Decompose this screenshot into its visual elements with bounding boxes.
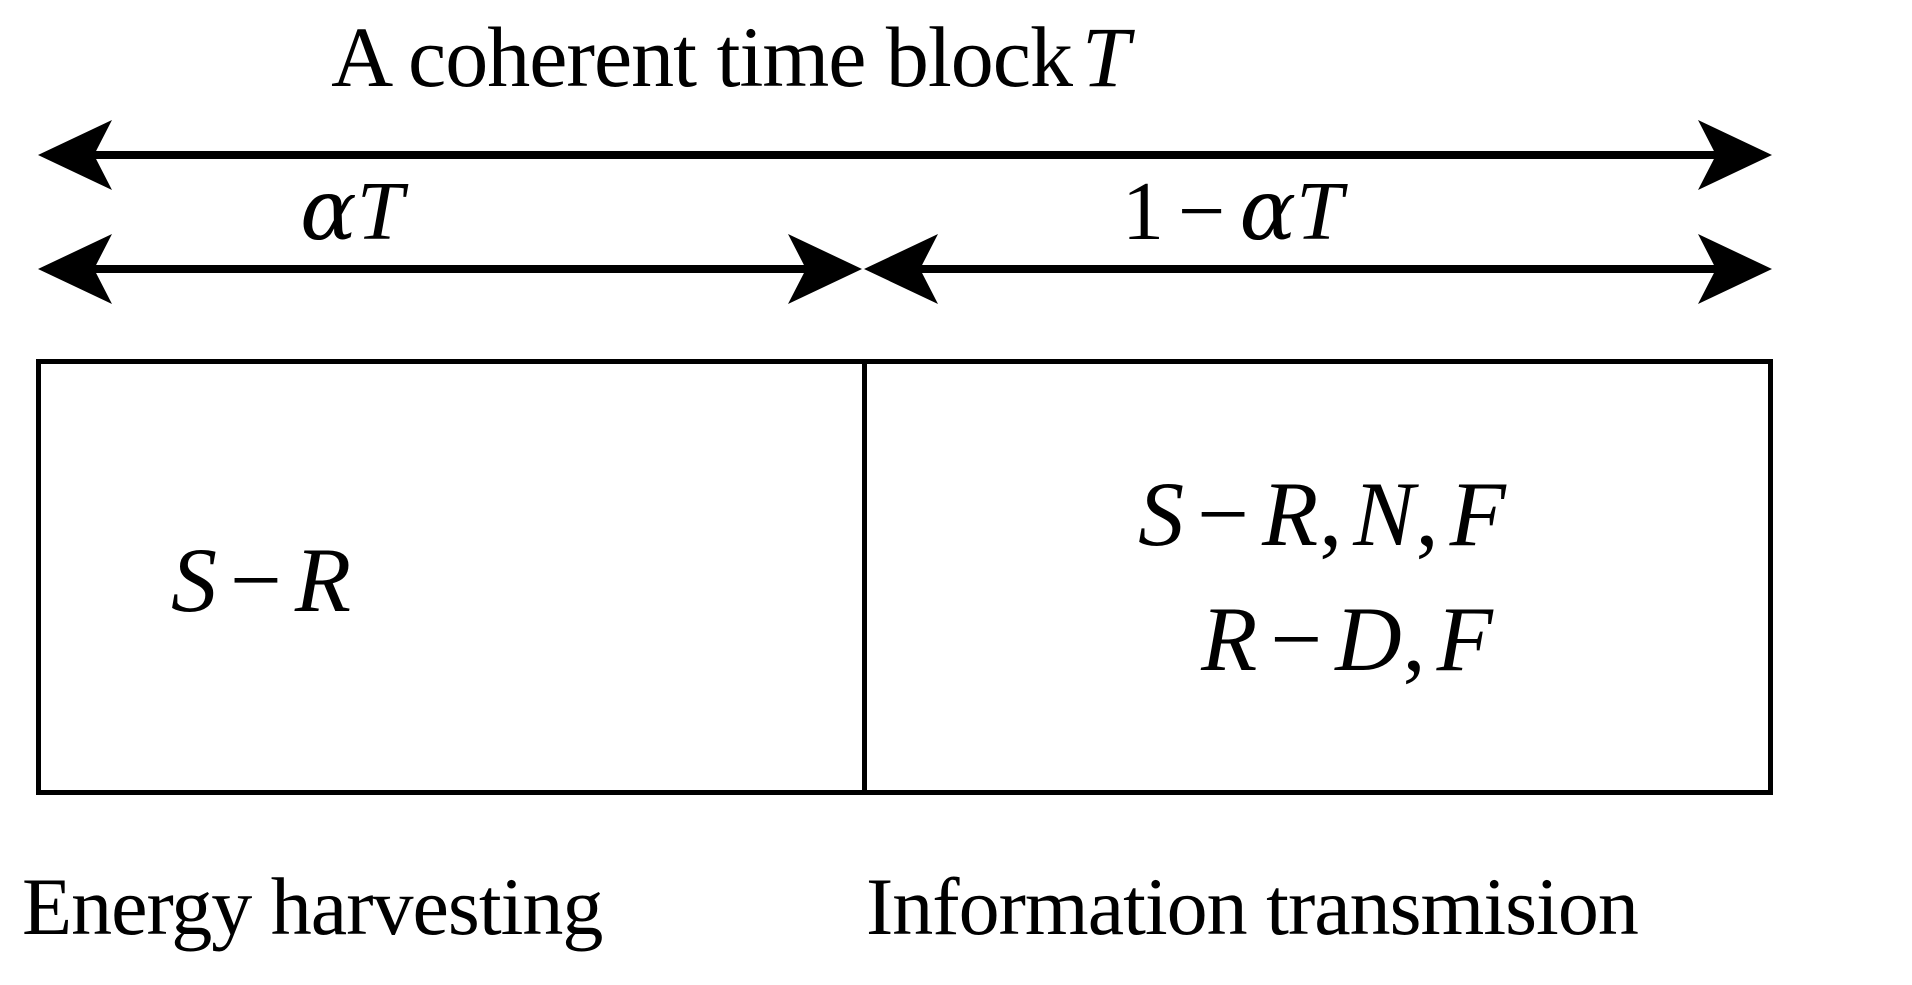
symbol-R: R	[294, 528, 353, 631]
minus-operator: −	[230, 528, 283, 631]
alpha-symbol: α	[1239, 161, 1297, 259]
symbol-S: S	[171, 528, 218, 631]
energy-harvesting-cell: S−R	[41, 364, 867, 790]
title-symbol-T: T	[1081, 9, 1130, 105]
left-cell-equation: S−R	[171, 526, 352, 635]
comma-separator: ,	[1415, 463, 1440, 566]
caption-information-transmission: Information transmision	[866, 861, 1639, 952]
segment-label-alpha-t: αT	[300, 168, 403, 254]
segment-variable-T: T	[1296, 165, 1343, 258]
information-transmission-cell: S−R,N,F R−D,F	[867, 364, 1768, 790]
segment-label-one-minus-alpha-t: 1−αT	[1122, 168, 1343, 254]
symbol-R: R	[1201, 588, 1259, 690]
symbol-N: N	[1353, 463, 1416, 566]
segment-arrows-row	[38, 234, 1772, 304]
segment-number-one: 1	[1122, 165, 1164, 258]
symbol-R: R	[1262, 463, 1320, 566]
symbol-S: S	[1138, 463, 1186, 566]
segment-variable-T: T	[356, 165, 404, 258]
comma-separator: ,	[1319, 463, 1344, 566]
symbol-F: F	[1436, 588, 1494, 690]
symbol-F: F	[1449, 463, 1507, 566]
alpha-segment-arrow	[38, 234, 862, 304]
right-cell-equation-line-2: R−D,F	[1201, 585, 1494, 694]
right-cell-equation-line-1: S−R,N,F	[1138, 460, 1507, 569]
comma-separator: ,	[1402, 588, 1427, 690]
time-block-diagram: S−R S−R,N,F R−D,F	[36, 359, 1773, 795]
remaining-segment-arrow	[864, 234, 1772, 304]
minus-operator: −	[1197, 463, 1251, 566]
alpha-symbol: α	[300, 161, 357, 259]
title-text: A coherent time block	[331, 9, 1073, 105]
full-span-arrow	[38, 120, 1772, 190]
minus-operator: −	[1270, 588, 1324, 690]
minus-operator: −	[1178, 165, 1226, 258]
caption-energy-harvesting: Energy harvesting	[22, 861, 603, 952]
symbol-D: D	[1335, 588, 1403, 690]
